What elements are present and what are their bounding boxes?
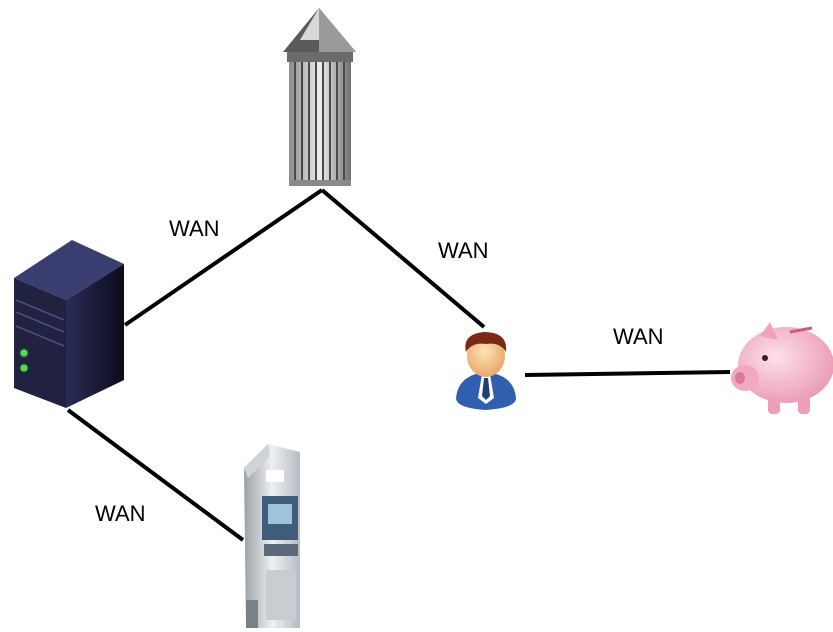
skyscraper-icon: [283, 8, 356, 186]
edge-server-atm: [66, 408, 245, 542]
edge-label-skyscraper-user: WAN: [438, 238, 489, 263]
edge-label-user-piggy: WAN: [613, 324, 664, 349]
edge-user-piggy: [524, 370, 731, 377]
edge-label-skyscraper-server: WAN: [169, 216, 220, 241]
atm-machine-icon: [244, 444, 300, 628]
edge-skyscraper-user: [320, 188, 486, 329]
server-tower-icon: [14, 240, 124, 408]
user-avatar-icon: [456, 332, 516, 410]
piggy-bank-icon: [731, 322, 833, 414]
edge-label-server-atm: WAN: [95, 501, 146, 526]
edge-skyscraper-server: [123, 188, 324, 327]
